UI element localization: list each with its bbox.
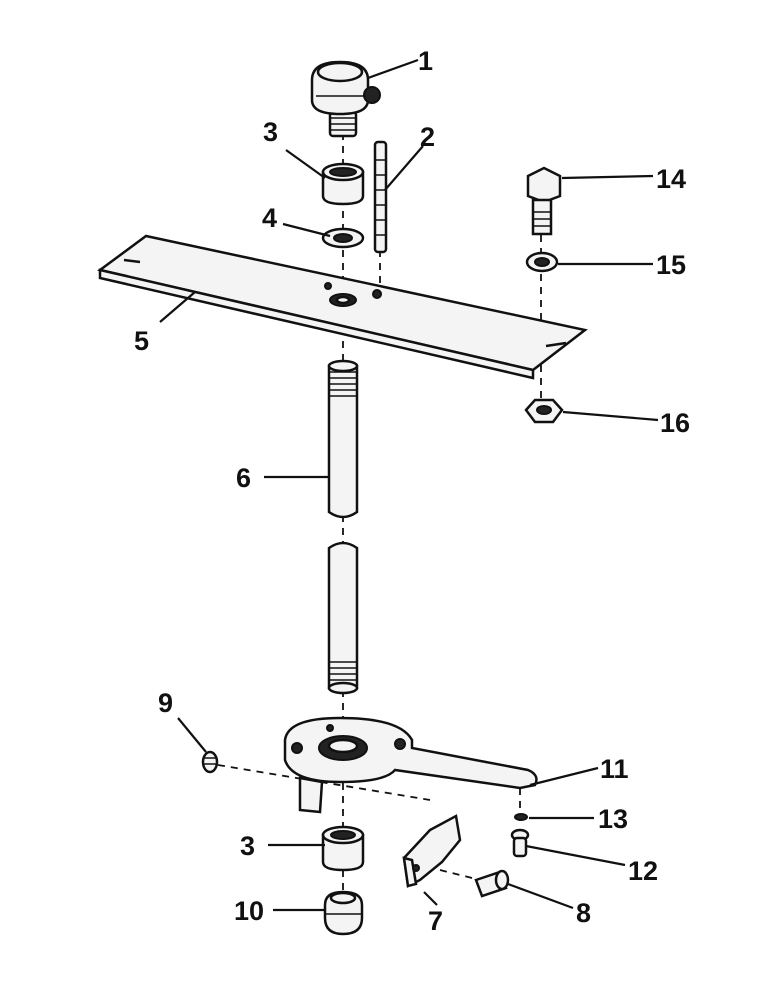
part-fitting xyxy=(310,60,381,138)
part-small-washer xyxy=(514,813,528,821)
part-cap-nut xyxy=(323,890,364,936)
callout-14: 14 xyxy=(656,164,686,194)
part-lock-washer xyxy=(525,251,559,273)
part-small-screw xyxy=(510,828,530,858)
callout-2: 2 xyxy=(420,122,435,152)
part-plate xyxy=(97,234,588,380)
callout-10: 10 xyxy=(234,896,264,926)
callout-1: 1 xyxy=(418,46,433,76)
part-shaft-upper xyxy=(327,359,359,519)
part-shaft-lower xyxy=(327,541,359,695)
part-bushing-lower xyxy=(321,825,365,872)
callout-4: 4 xyxy=(262,203,277,233)
part-nut xyxy=(524,398,564,424)
part-set-screw xyxy=(201,750,219,774)
callout-8: 8 xyxy=(576,898,591,928)
leader-lines xyxy=(159,58,659,912)
callout-6: 6 xyxy=(236,463,251,493)
callout-3-lower: 3 xyxy=(240,831,255,861)
callout-5: 5 xyxy=(134,326,149,356)
callout-15: 15 xyxy=(656,250,686,280)
part-rod xyxy=(373,140,388,254)
callout-7: 7 xyxy=(428,906,443,936)
callout-12: 12 xyxy=(628,856,658,886)
callout-9: 9 xyxy=(158,688,173,718)
callout-16: 16 xyxy=(660,408,690,438)
callout-13: 13 xyxy=(598,804,628,834)
part-lever-arm xyxy=(283,716,538,814)
part-bolt xyxy=(526,166,562,236)
part-bushing-upper xyxy=(321,162,365,206)
callout-labels: 1 2 3 4 5 6 14 15 16 9 11 13 3 12 10 7 8 xyxy=(134,46,690,936)
part-clip-bracket xyxy=(402,814,462,888)
callout-3-upper: 3 xyxy=(263,117,278,147)
part-washer xyxy=(321,227,365,249)
part-screw xyxy=(474,869,510,898)
callout-11: 11 xyxy=(600,754,629,784)
